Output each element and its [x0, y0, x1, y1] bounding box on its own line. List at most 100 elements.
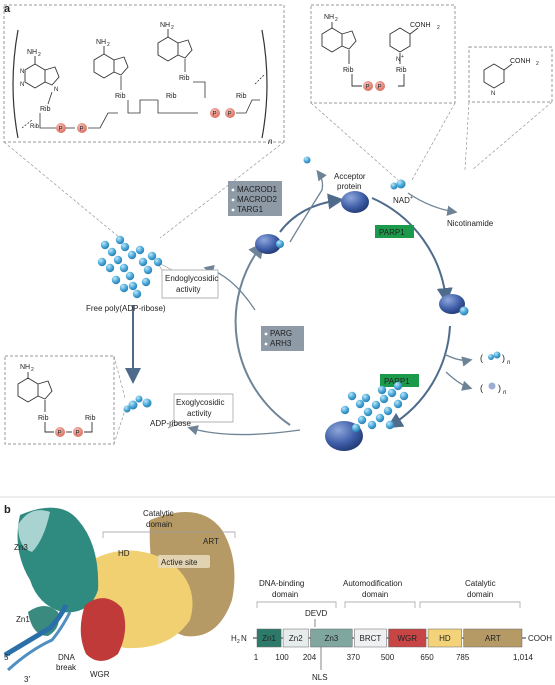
svg-text:Rib: Rib: [85, 415, 96, 422]
svg-text:break: break: [56, 663, 77, 672]
adp-ribose-unit: [393, 399, 403, 409]
domain-label: Zn2: [289, 634, 303, 643]
svg-text:CONH: CONH: [510, 58, 531, 65]
cycle-arrow: [125, 169, 473, 436]
nad-sphere: [390, 179, 406, 190]
svg-text:N: N: [20, 69, 24, 75]
n-terminus: H: [231, 634, 237, 643]
acceptor-protein: [341, 191, 369, 213]
adenine-3: [157, 29, 193, 62]
svg-text:Rib: Rib: [40, 106, 51, 113]
c-terminus: COOH: [528, 634, 552, 643]
svg-text:domain: domain: [146, 520, 172, 529]
domain-box-zn1: Zn1: [256, 628, 282, 648]
parylated-protein: [325, 381, 409, 451]
svg-text:N: N: [20, 82, 24, 88]
svg-text:Rib: Rib: [38, 415, 49, 422]
adp-ribose-spheres: [123, 395, 152, 413]
svg-text:n: n: [503, 390, 507, 396]
nad-additions: ( ) n ( ) n: [480, 351, 511, 396]
adp-ribose-unit: [153, 257, 163, 267]
svg-text:Catalytic: Catalytic: [143, 509, 174, 518]
adp-ribose-unit: [115, 235, 125, 245]
five-prime-label: 5′: [4, 653, 10, 662]
free-par-label: Free poly(ADP-ribose): [86, 304, 166, 313]
adp-ribose-unit: [383, 406, 393, 416]
residue-position: 785: [456, 653, 470, 662]
adp-ribose-unit: [367, 420, 377, 430]
svg-text:domain: domain: [362, 590, 388, 599]
svg-text:domain: domain: [272, 590, 298, 599]
svg-text:Rib: Rib: [396, 67, 407, 74]
parp1-badge-bottom: PARP1: [380, 374, 419, 387]
svg-text:P: P: [366, 85, 370, 91]
domain-label: Zn3: [324, 634, 338, 643]
zn1-label: Zn1: [16, 615, 30, 624]
residue-position: 1,014: [513, 653, 534, 662]
svg-text:(: (: [480, 383, 483, 393]
svg-text:Rib: Rib: [166, 93, 177, 100]
svg-text:MACROD1: MACROD1: [237, 185, 278, 194]
svg-text:NH: NH: [324, 14, 334, 21]
phosphate-pair-1: P P: [56, 123, 87, 133]
adenine-1: [24, 56, 60, 89]
adp-ribose-unit: [113, 255, 123, 265]
adp-ribose-unit: [125, 271, 135, 281]
svg-text:2: 2: [31, 367, 34, 373]
domain-label: HD: [439, 634, 451, 643]
exoglycosidic-callout: Exoglycosidic activity: [167, 393, 234, 429]
residue-position: 650: [420, 653, 434, 662]
adp-ribose-unit: [120, 242, 130, 252]
domain-box-hd: HD: [427, 628, 462, 648]
svg-text:CONH: CONH: [410, 22, 431, 29]
svg-text:2: 2: [335, 17, 338, 23]
svg-text:): ): [498, 383, 501, 393]
svg-text:activity: activity: [187, 409, 211, 418]
phosphate-pair-2: P P: [210, 108, 235, 118]
adp-ribose-unit: [351, 423, 361, 433]
art-label: ART: [203, 537, 219, 546]
panel-label-b: b: [4, 504, 11, 516]
adp-ribose-unit: [127, 250, 137, 260]
svg-text:2: 2: [437, 25, 440, 31]
svg-text:N: N: [396, 57, 400, 63]
parp1-badge-top: PARP1: [375, 225, 414, 238]
svg-text:Rib: Rib: [115, 93, 126, 100]
acceptor-protein-label: Acceptor: [334, 172, 366, 181]
svg-text:NH: NH: [20, 364, 30, 371]
adp-ribose-unit: [361, 393, 371, 403]
domain-map: DNA-binding domain Automodification doma…: [231, 579, 552, 682]
domain-box-brct: BRCT: [354, 628, 387, 648]
domain-box-zn3: Zn3: [310, 628, 353, 648]
adp-ribose-unit: [387, 388, 397, 398]
residue-position: 370: [347, 653, 361, 662]
nad-label: NAD: [393, 196, 410, 205]
svg-text:2: 2: [171, 25, 174, 31]
wgr-structure-label: WGR: [90, 670, 110, 679]
panel-label-a: a: [4, 3, 11, 15]
adp-ribose-unit: [138, 257, 148, 267]
svg-text:ARH3: ARH3: [270, 339, 292, 348]
svg-text:2: 2: [107, 42, 110, 48]
adp-ribose-unit: [379, 394, 389, 404]
adp-ribose-unit: [128, 281, 138, 291]
svg-text:Rib: Rib: [236, 93, 247, 100]
domain-box-wgr: WGR: [388, 628, 427, 648]
endoglycosidic-callout: Endoglycosidic activity: [156, 261, 218, 299]
svg-text:PARP1: PARP1: [384, 377, 410, 386]
adenine-2: [93, 46, 129, 79]
residue-position: 100: [275, 653, 289, 662]
released-adp-sphere: [303, 156, 311, 164]
adp-ribose-unit: [355, 399, 365, 409]
adp-ribose-unit: [363, 407, 373, 417]
devd-label: DEVD: [305, 609, 327, 618]
adp-ribose-unit: [347, 391, 357, 401]
catalytic-header: Catalytic: [465, 579, 496, 588]
automodification-header: Automodification: [343, 579, 402, 588]
domain-label: BRCT: [360, 634, 382, 643]
residue-position: 1: [254, 653, 259, 662]
adp-ribose-label: ADP-ribose: [150, 419, 191, 428]
svg-text:2: 2: [237, 639, 240, 645]
svg-text:N: N: [241, 634, 247, 643]
active-site-label: Active site: [161, 558, 198, 567]
